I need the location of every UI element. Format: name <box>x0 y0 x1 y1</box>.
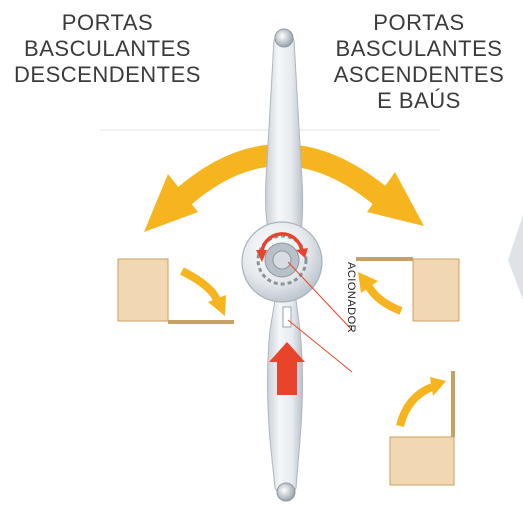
actuator-arrow <box>269 342 305 395</box>
swing-arrow-left-head <box>144 174 198 232</box>
door-arrow-head <box>358 272 378 293</box>
rotation-arrow-head <box>256 250 267 262</box>
door-descending <box>117 258 234 324</box>
door-arrow-head <box>430 377 446 396</box>
swing-arrow-right-head <box>367 172 424 226</box>
bottom-pin <box>276 482 296 502</box>
door-arrow-head <box>208 295 226 316</box>
rotation-arrow <box>260 232 304 257</box>
background-shape <box>508 215 523 300</box>
actuator-label: ACIONADOR <box>345 262 357 334</box>
label-line: ASCENDENTES <box>333 62 505 87</box>
callout-line-lower <box>287 319 353 373</box>
actuator-slot <box>282 306 292 328</box>
label-line: BASCULANTES <box>335 36 503 61</box>
label-descending-doors: PORTAS BASCULANTES DESCENDENTES <box>0 10 215 88</box>
label-ascending-doors: PORTAS BASCULANTES ASCENDENTES E BAÚS <box>315 10 523 114</box>
label-line: DESCENDENTES <box>14 62 201 87</box>
gear-icon <box>256 234 308 286</box>
callout-line-upper <box>287 261 353 331</box>
door-panel <box>451 371 455 437</box>
door-panel <box>356 257 413 261</box>
label-line: PORTAS <box>373 10 465 35</box>
label-line: E BAÚS <box>377 88 461 113</box>
door-panel <box>168 320 234 324</box>
door-ascending <box>356 257 460 322</box>
label-line: PORTAS <box>61 10 154 35</box>
top-pin <box>274 28 294 48</box>
hub <box>241 221 323 303</box>
door-chest <box>389 371 455 486</box>
label-line: BASCULANTES <box>24 36 191 61</box>
handle <box>265 28 304 502</box>
